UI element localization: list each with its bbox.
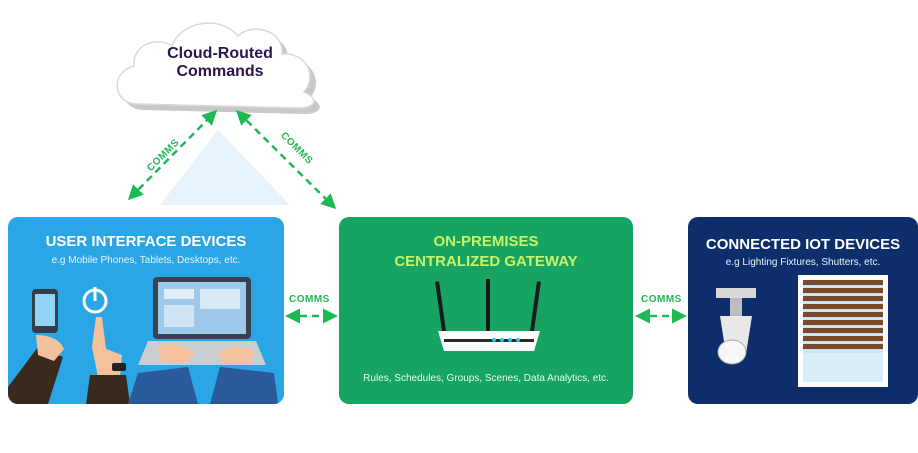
comms-label-gateway-iot: COMMS <box>641 294 682 305</box>
iot-devices-box: CONNECTED IOT DEVICES e.g Lighting Fixtu… <box>688 217 918 404</box>
light-fixture-icon <box>716 288 756 365</box>
router-icon <box>435 279 541 351</box>
cloud-label: Cloud-Routed Commands <box>140 45 300 81</box>
arrow-cloud-gateway <box>235 109 337 210</box>
window-shutter-icon <box>798 275 888 387</box>
gateway-title-line1: ON-PREMISES <box>433 233 539 250</box>
cloud-shape <box>116 22 320 115</box>
gateway-footer: Rules, Schedules, Groups, Scenes, Data A… <box>363 373 609 384</box>
comms-label-ui-gateway: COMMS <box>289 294 330 305</box>
ui-devices-illustration <box>8 277 278 404</box>
iot-devices-title: CONNECTED IOT DEVICES <box>705 236 901 253</box>
cloud-label-line1: Cloud-Routed <box>167 45 273 62</box>
iot-devices-subtitle: e.g Lighting Fixtures, Shutters, etc. <box>725 257 881 268</box>
ui-devices-subtitle: e.g Mobile Phones, Tablets, Desktops, et… <box>51 255 241 266</box>
gateway-title-line2: CENTRALIZED GATEWAY <box>394 253 578 270</box>
cloud-label-line2: Commands <box>176 63 264 80</box>
ui-devices-box: USER INTERFACE DEVICES e.g Mobile Phones… <box>8 217 284 404</box>
ui-devices-title: USER INTERFACE DEVICES <box>45 233 247 250</box>
background-triangle <box>160 130 290 205</box>
gateway-box: ON-PREMISES CENTRALIZED GATEWAY Rules, S… <box>339 217 633 404</box>
arrow-ui-cloud <box>127 109 218 201</box>
